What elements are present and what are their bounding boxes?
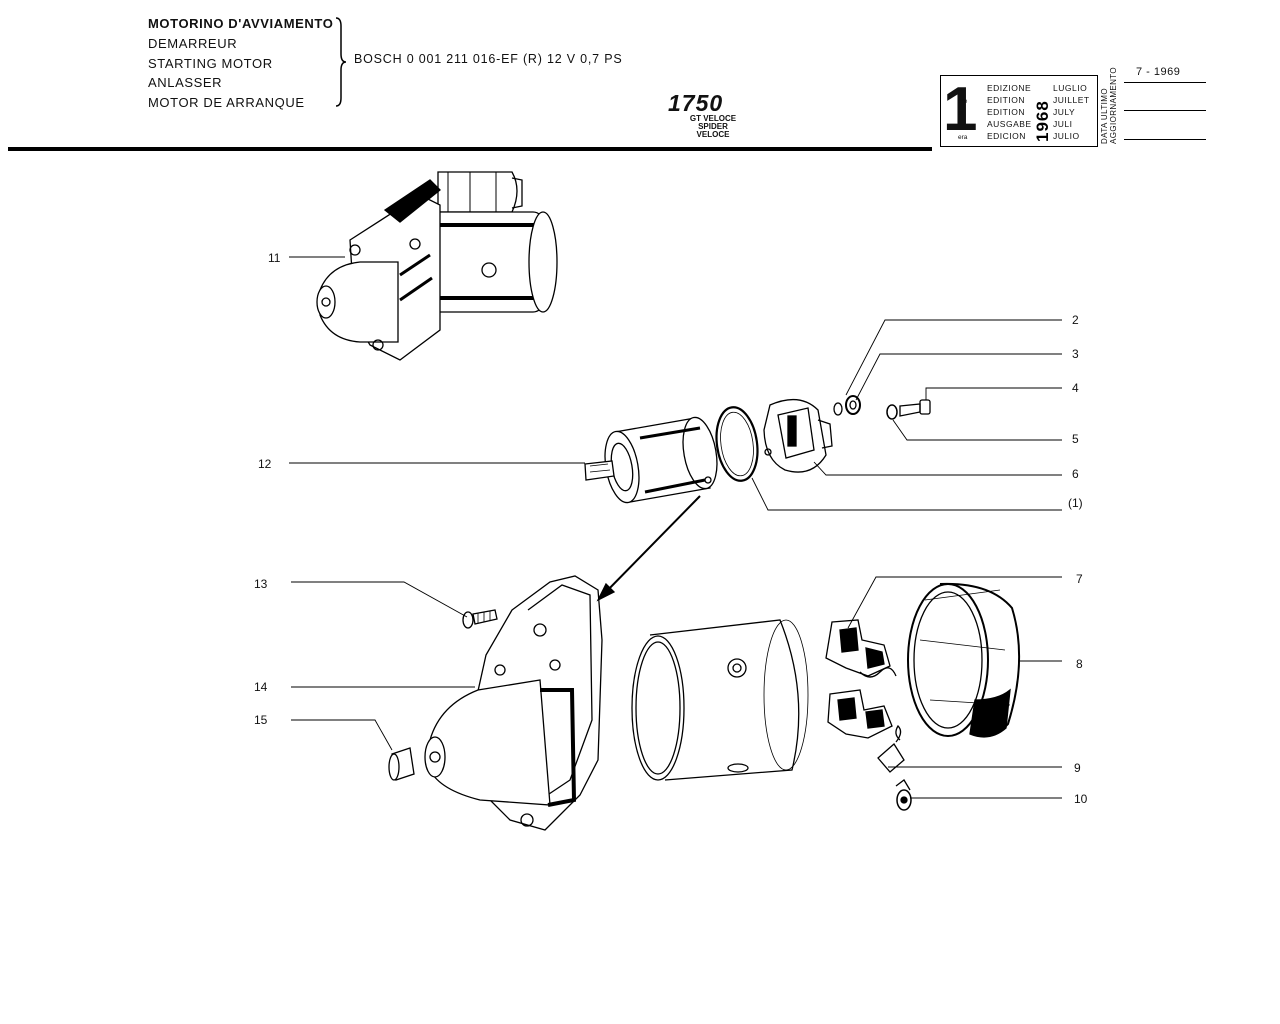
edition-label-de: AUSGABE [987, 119, 1032, 129]
callout-11: 11 [268, 251, 281, 265]
callout-13: 13 [254, 577, 268, 591]
title-es: MOTOR DE ARRANQUE [148, 95, 305, 111]
update-line-2 [1124, 110, 1206, 111]
variant-spider: SPIDER VELOCE [696, 122, 730, 139]
header-rule [8, 147, 932, 151]
callout-5: 5 [1072, 432, 1079, 446]
o-ring-icon [715, 406, 759, 482]
callout-1: (1) [1068, 496, 1083, 510]
title-fr: DEMARREUR [148, 35, 238, 51]
month-it: LUGLIO [1053, 83, 1088, 93]
drive-end-housing-icon [424, 575, 603, 831]
model-variants: GT VELOCE SPIDER VELOCE [686, 115, 740, 139]
callout-2: 2 [1072, 313, 1079, 327]
variant-gt: GT VELOCE [689, 114, 737, 123]
arrow-head-icon [596, 582, 616, 602]
model-number: 1750 [668, 90, 724, 116]
ordinal-it: a [958, 86, 962, 93]
yoke-icon [631, 619, 809, 781]
month-en: JULY [1053, 107, 1076, 117]
callout-4: 4 [1072, 381, 1079, 395]
brush-plate-icon [763, 398, 833, 473]
title-de: ANLASSER [148, 75, 223, 91]
callout-14: 14 [254, 680, 268, 694]
title-en: STARTING MOTOR [148, 55, 273, 71]
month-es: JULIO [1053, 131, 1080, 141]
callout-8: 8 [1076, 657, 1083, 671]
brush-holder-icon [825, 619, 897, 739]
month-fr: JUILLET [1053, 95, 1090, 105]
edition-months: LUGLIO JUILLET JULY JULI JULIO [1053, 82, 1090, 142]
callout-10: 10 [1074, 792, 1088, 806]
callout-6: 6 [1072, 467, 1079, 481]
ordinal-en: st [958, 110, 964, 117]
last-update-date: 7 - 1969 [1136, 66, 1181, 78]
solenoid-icon [584, 416, 718, 504]
assembly-arrow [599, 495, 701, 599]
edition-number: 1 [943, 75, 978, 144]
spring-icon [877, 724, 905, 773]
svg-text:1968: 1968 [1033, 100, 1052, 142]
update-line-1 [1124, 82, 1206, 83]
starter-assembly-icon [316, 171, 558, 361]
brace-icon [335, 17, 347, 107]
commutator-cover-icon [907, 582, 1021, 738]
ordinal-fr: ère [958, 98, 968, 105]
washer-icon [833, 402, 843, 416]
edition-labels: EDIZIONE EDITION EDITION AUSGABE EDICION [987, 82, 1032, 142]
callout-15: 15 [254, 713, 268, 727]
edition-label-it: EDIZIONE [987, 83, 1032, 93]
callout-3: 3 [1072, 347, 1079, 361]
clip-icon [895, 779, 912, 811]
edition-box [940, 75, 1098, 147]
bolt-icon [462, 609, 498, 629]
leader-lines [289, 256, 1062, 799]
edition-ordinals: a ère st . era [958, 84, 967, 144]
part-spec: BOSCH 0 001 211 016-EF (R) 12 V 0,7 PS [354, 52, 623, 66]
nut-icon [845, 395, 861, 415]
callout-9: 9 [1074, 761, 1081, 775]
month-de: JULI [1053, 119, 1073, 129]
update-line-3 [1124, 139, 1206, 140]
callout-7: 7 [1076, 572, 1083, 586]
edition-label-fr: EDITION [987, 95, 1025, 105]
bushing-icon [388, 747, 415, 781]
ordinal-de: . [958, 122, 960, 129]
edition-year: 1968 [1033, 100, 1052, 142]
title-it: MOTORINO D'AVVIAMENTO [148, 16, 334, 31]
screw-icon [886, 399, 931, 420]
edition-label-es: EDICION [987, 131, 1026, 141]
edition-label-en: EDITION [987, 107, 1025, 117]
ordinal-es: era [958, 134, 968, 141]
callout-12: 12 [258, 457, 272, 471]
title-block: MOTORINO D'AVVIAMENTO DEMARREUR STARTING… [148, 14, 333, 113]
